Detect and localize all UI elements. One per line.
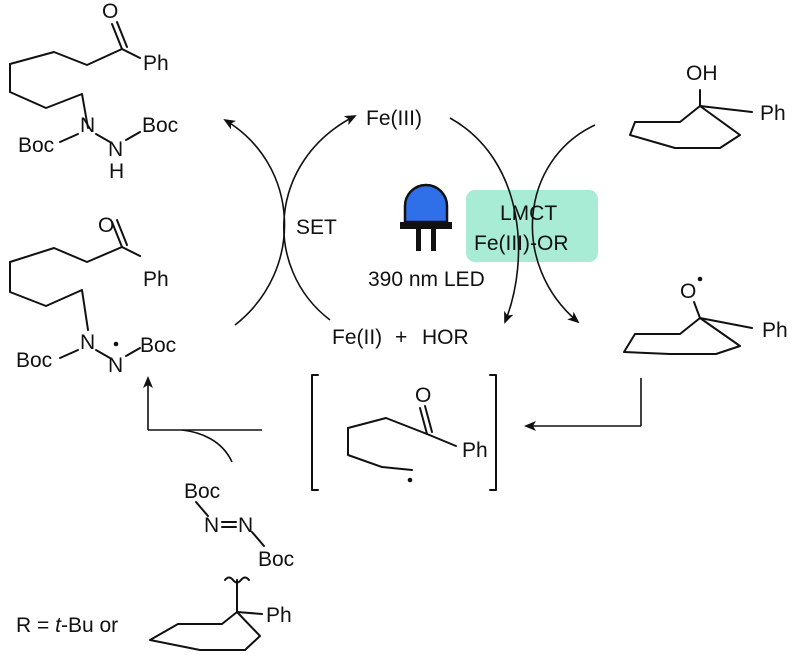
- n-radical-dot: [113, 341, 119, 347]
- azo-boc-bottom: Boc: [258, 548, 294, 571]
- product-carbonyl-o: O: [102, 0, 118, 23]
- product-nh-h: H: [109, 160, 124, 183]
- alcohol-substrate: OH Ph: [629, 62, 786, 149]
- hor-label: HOR: [422, 326, 469, 349]
- azo-boc-top: Boc: [184, 480, 220, 503]
- alkoxy-ph: Ph: [762, 319, 788, 342]
- alcohol-ph: Ph: [760, 102, 786, 125]
- radical-n1: N: [80, 331, 95, 354]
- alkoxy-o: O: [680, 280, 696, 303]
- svg-text:R = t-Bu or: R = t-Bu or: [16, 614, 118, 637]
- azo-n1: N: [204, 514, 219, 537]
- product-boc-left: Boc: [18, 134, 54, 157]
- product-n1: N: [80, 114, 95, 137]
- addition-arrow: [143, 376, 262, 463]
- scission-arrow: [524, 378, 642, 431]
- set-label: SET: [296, 216, 337, 239]
- c-radical-dot: [407, 477, 413, 483]
- bracket-carbonyl-o: O: [415, 384, 431, 407]
- o-radical-dot: [697, 276, 703, 282]
- alkoxy-radical: O Ph: [623, 276, 788, 355]
- attachment-wavy-bond: [224, 576, 250, 584]
- r-def-rest: -Bu or: [61, 614, 118, 637]
- radical-carbonyl-o: O: [98, 214, 114, 237]
- product-boc-right: Boc: [142, 114, 178, 137]
- fe3-label: Fe(III): [366, 107, 422, 130]
- hydrazinyl-radical: O Ph N Boc N Boc: [9, 214, 176, 377]
- product-n2: N: [108, 138, 123, 161]
- plus-sign: +: [395, 326, 407, 349]
- r-def-ph: Ph: [266, 604, 292, 627]
- led-label: 390 nm LED: [368, 268, 485, 291]
- product-hydrazide: O Ph N Boc N H Boc: [9, 0, 178, 183]
- azo-reagent: Boc N N Boc: [184, 480, 294, 571]
- set-cycle-arrows: [223, 115, 357, 326]
- r-def-t: t: [55, 614, 62, 637]
- product-ph: Ph: [143, 52, 169, 75]
- lmct-line1: LMCT: [500, 202, 557, 225]
- lmct-line2: Fe(III)-OR: [474, 232, 569, 255]
- radical-ph: Ph: [143, 268, 169, 291]
- r-definition: R = t-Bu or Ph: [16, 576, 292, 651]
- bracket-ph: Ph: [462, 439, 488, 462]
- alcohol-oh: OH: [686, 62, 718, 85]
- radical-boc-left: Boc: [16, 349, 52, 372]
- radical-n2: N: [108, 354, 123, 377]
- radical-boc-right: Boc: [140, 334, 176, 357]
- r-def-prefix: R =: [16, 614, 55, 637]
- azo-n2: N: [238, 514, 253, 537]
- led-lamp-icon: [400, 183, 452, 251]
- lmct-cycle-arrows: [449, 117, 596, 324]
- carbon-radical-intermediate: O Ph: [311, 374, 497, 491]
- fe2-label: Fe(II): [332, 326, 382, 349]
